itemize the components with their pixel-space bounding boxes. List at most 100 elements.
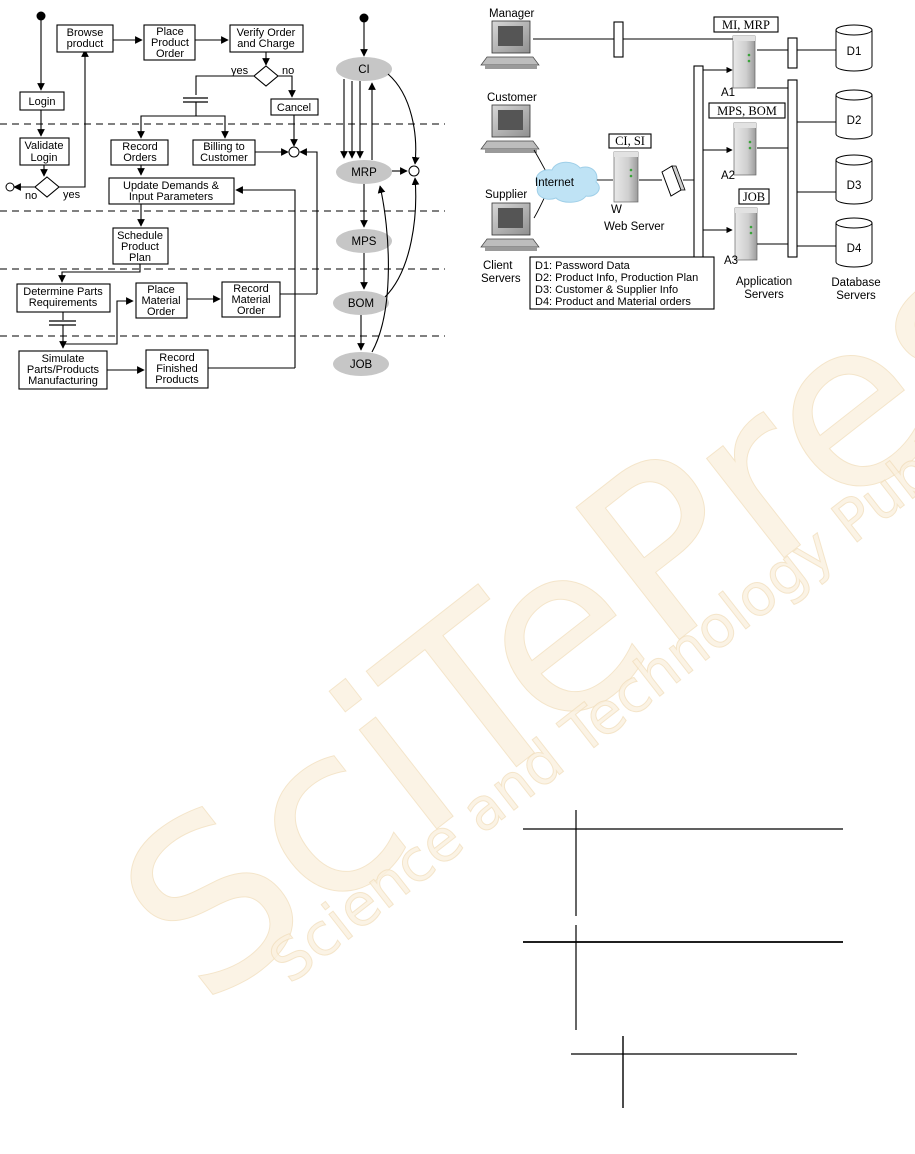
activity-diagram: Login Validate Login no yes Browse produ…	[0, 11, 445, 390]
network-bus-a	[693, 65, 704, 282]
svg-text:Application: Application	[736, 276, 792, 288]
svg-text:CI, SI: CI, SI	[615, 134, 645, 148]
svg-text:Parts/Products: Parts/Products	[27, 364, 100, 376]
svg-text:A2: A2	[721, 170, 735, 182]
svg-text:A3: A3	[724, 255, 738, 267]
database-d4-icon	[835, 217, 873, 268]
record-material-order-node	[221, 281, 281, 318]
svg-text:D3: D3	[847, 180, 862, 192]
web-server-icon	[613, 151, 639, 203]
svg-text:Input Parameters: Input Parameters	[129, 191, 214, 203]
app-server-1-icon	[732, 35, 756, 89]
start-node	[36, 11, 46, 21]
svg-text:no: no	[25, 190, 37, 202]
svg-text:Update Demands &: Update Demands &	[123, 180, 220, 192]
record-orders-node	[110, 139, 169, 166]
database-d3-icon	[835, 154, 873, 205]
svg-text:MI, MRP: MI, MRP	[722, 18, 770, 32]
svg-text:D1: D1	[847, 46, 862, 58]
svg-text:product: product	[67, 38, 104, 50]
manager-computer-icon	[480, 20, 540, 69]
network-bus-db	[787, 79, 798, 258]
svg-text:Record: Record	[122, 141, 157, 153]
browse-product-node	[56, 24, 114, 53]
svg-text:yes: yes	[63, 189, 81, 201]
svg-text:Client: Client	[483, 260, 513, 272]
billing-node	[192, 139, 256, 166]
svg-text:JOB: JOB	[743, 190, 765, 204]
web-server-label-box	[608, 133, 652, 149]
svg-text:CI: CI	[358, 64, 370, 76]
svg-text:JOB: JOB	[350, 359, 373, 371]
module-end-node	[408, 165, 420, 177]
svg-text:Validate: Validate	[25, 140, 64, 152]
svg-text:Manufacturing: Manufacturing	[28, 375, 98, 387]
svg-text:Servers: Servers	[744, 289, 784, 301]
module-flow: CI MRP MPS BOM JOB	[333, 13, 420, 376]
svg-text:Place: Place	[156, 26, 184, 38]
svg-text:Finished: Finished	[156, 363, 198, 375]
svg-text:Servers: Servers	[836, 290, 876, 302]
svg-text:Verify Order: Verify Order	[237, 27, 296, 39]
svg-text:Database: Database	[831, 277, 880, 289]
login-node	[19, 91, 65, 111]
determine-parts-node	[16, 283, 111, 313]
internet-label: Internet	[535, 177, 575, 189]
app-server-3-label-box	[738, 188, 770, 205]
svg-text:D4: D4	[847, 243, 862, 255]
svg-text:Manager: Manager	[489, 8, 535, 20]
svg-text:no: no	[282, 65, 294, 77]
hub-d1	[787, 37, 798, 69]
svg-text:Web Server: Web Server	[604, 221, 665, 233]
simulate-node	[18, 350, 108, 390]
firewall-icon	[661, 165, 686, 197]
svg-text:and Charge: and Charge	[237, 38, 295, 50]
module-bom	[333, 291, 389, 315]
svg-text:Products: Products	[155, 374, 199, 386]
record-finished-node	[145, 349, 209, 389]
svg-text:D3: Customer & Supplier Info: D3: Customer & Supplier Info	[535, 284, 678, 296]
hub-manager	[613, 21, 624, 58]
app-server-2-icon	[733, 122, 757, 176]
svg-text:Browse: Browse	[67, 27, 104, 39]
svg-text:Orders: Orders	[123, 152, 157, 164]
svg-text:Order: Order	[237, 305, 265, 317]
internet-cloud-icon	[535, 161, 600, 203]
validate-login-node	[19, 137, 70, 166]
svg-text:Material: Material	[231, 294, 270, 306]
update-demands-node	[108, 177, 235, 205]
svg-text:yes: yes	[231, 65, 249, 77]
svg-text:Billing to: Billing to	[203, 141, 245, 153]
svg-text:D2: Product Info, Production P: D2: Product Info, Production Plan	[535, 272, 698, 284]
svg-text:Place: Place	[147, 284, 175, 296]
login-decision	[34, 176, 60, 198]
customer-computer-icon	[480, 104, 540, 153]
svg-text:Record: Record	[233, 283, 268, 295]
svg-text:Plan: Plan	[129, 252, 151, 264]
svg-text:Customer: Customer	[200, 152, 248, 164]
svg-text:Schedule: Schedule	[117, 230, 163, 242]
verify-order-node	[229, 24, 304, 53]
architecture-diagram: Manager Customer Supplier Client Servers…	[480, 8, 881, 310]
database-d2-icon	[835, 89, 873, 140]
svg-text:Product: Product	[121, 241, 159, 253]
legend-box	[529, 256, 715, 310]
svg-text:Material: Material	[141, 295, 180, 307]
app-server-1-label-box	[713, 16, 779, 33]
module-job	[333, 352, 389, 376]
end-node-left	[5, 182, 15, 192]
svg-text:Login: Login	[31, 152, 58, 164]
svg-text:Customer: Customer	[487, 92, 537, 104]
module-start-node	[359, 13, 369, 23]
svg-text:Order: Order	[147, 306, 175, 318]
svg-text:Determine Parts: Determine Parts	[23, 286, 103, 298]
table-frames	[523, 810, 843, 1108]
svg-text:Product: Product	[151, 37, 189, 49]
svg-text:Requirements: Requirements	[29, 297, 98, 309]
svg-text:Simulate: Simulate	[42, 353, 85, 365]
svg-text:D1: Password Data: D1: Password Data	[535, 260, 631, 272]
svg-text:MPS, BOM: MPS, BOM	[717, 104, 777, 118]
svg-text:Supplier: Supplier	[485, 189, 527, 201]
svg-text:Order: Order	[156, 48, 184, 60]
